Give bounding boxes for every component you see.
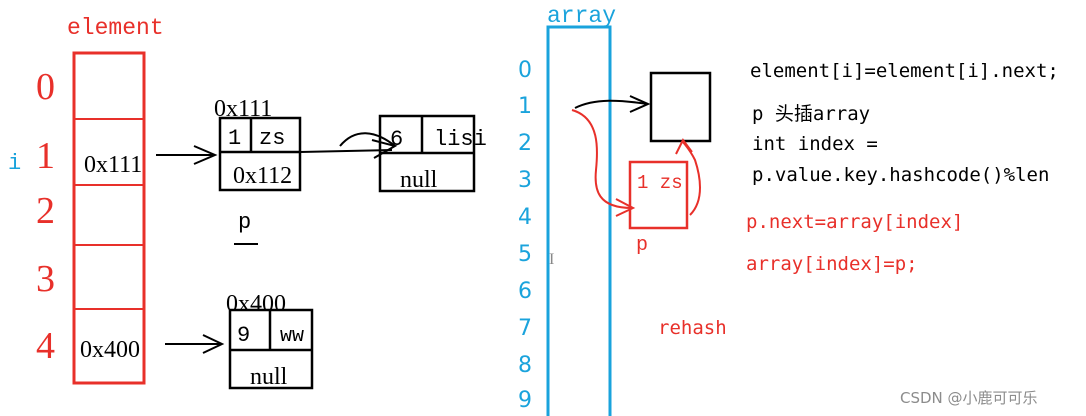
note-line-3: int index =	[752, 133, 878, 155]
array-index-5: 5	[518, 242, 532, 267]
csdn-watermark: CSDN @小鹿可可乐	[900, 389, 1038, 407]
element-index-0: 0	[36, 66, 55, 108]
element-index-1: 1	[36, 135, 55, 177]
array-index-0: 0	[518, 58, 532, 83]
node-zs-hash: 1	[228, 126, 241, 151]
node-zs	[218, 116, 302, 192]
note-line-6: array[index]=p;	[746, 253, 918, 275]
node-lisi	[378, 114, 476, 193]
array-table-frame	[546, 25, 612, 416]
node-lisi-key: lisi	[434, 127, 487, 152]
note-line-5: p.next=array[index]	[746, 211, 963, 233]
node-lisi-next: null	[400, 167, 438, 193]
element-table-title: element	[67, 15, 164, 41]
node-lisi-hash: 6	[390, 127, 403, 152]
array-index-8: 8	[518, 353, 532, 378]
arrow-array1-to-box	[574, 95, 651, 113]
array-index-1: 1	[518, 94, 532, 119]
array-index-7: 7	[518, 316, 532, 341]
node-zs-next: 0x112	[233, 163, 292, 189]
array-index-9: 9	[518, 388, 532, 413]
array-index-4: 4	[518, 205, 532, 230]
node-ww-address: 0x400	[226, 291, 286, 317]
moved-node-pointer: p	[636, 234, 648, 257]
element-table	[72, 51, 146, 385]
element-index-4: 4	[36, 325, 55, 367]
element-cell-4-value: 0x400	[80, 337, 140, 363]
element-table-frame	[72, 51, 146, 385]
moved-node-box	[628, 160, 689, 230]
rehash-label: rehash	[658, 317, 727, 339]
node-ww-next: null	[250, 364, 288, 390]
note-line-1: element[i]=element[i].next;	[750, 60, 1059, 82]
red-arrow-array1-to-node	[571, 109, 636, 217]
moved-node-label: 1 zs	[637, 172, 683, 194]
array-index-2: 2	[518, 131, 532, 156]
node-ww-hash: 9	[237, 323, 250, 348]
note-line-4: p.value.key.hashcode()%len	[752, 164, 1049, 186]
array-table-title: array	[547, 3, 616, 29]
element-index-3: 3	[36, 258, 55, 300]
red-arrow-node-to-box	[675, 138, 701, 216]
node-zs-key: zs	[259, 126, 285, 151]
arrow-element4-to-ww	[165, 334, 225, 354]
arrow-element1-to-zs	[156, 145, 218, 165]
text-cursor-glyph: I	[549, 251, 554, 268]
empty-node-box	[649, 71, 712, 143]
element-index-2: 2	[36, 190, 55, 232]
node-ww	[228, 308, 314, 390]
pointer-p-label: p	[238, 210, 251, 235]
array-index-6: 6	[518, 279, 532, 304]
array-index-3: 3	[518, 168, 532, 193]
element-cell-1-value: 0x111	[84, 152, 142, 178]
node-ww-key: ww	[280, 325, 304, 348]
pointer-i-label: i	[8, 151, 21, 176]
note-line-2: p 头插array	[752, 103, 870, 125]
